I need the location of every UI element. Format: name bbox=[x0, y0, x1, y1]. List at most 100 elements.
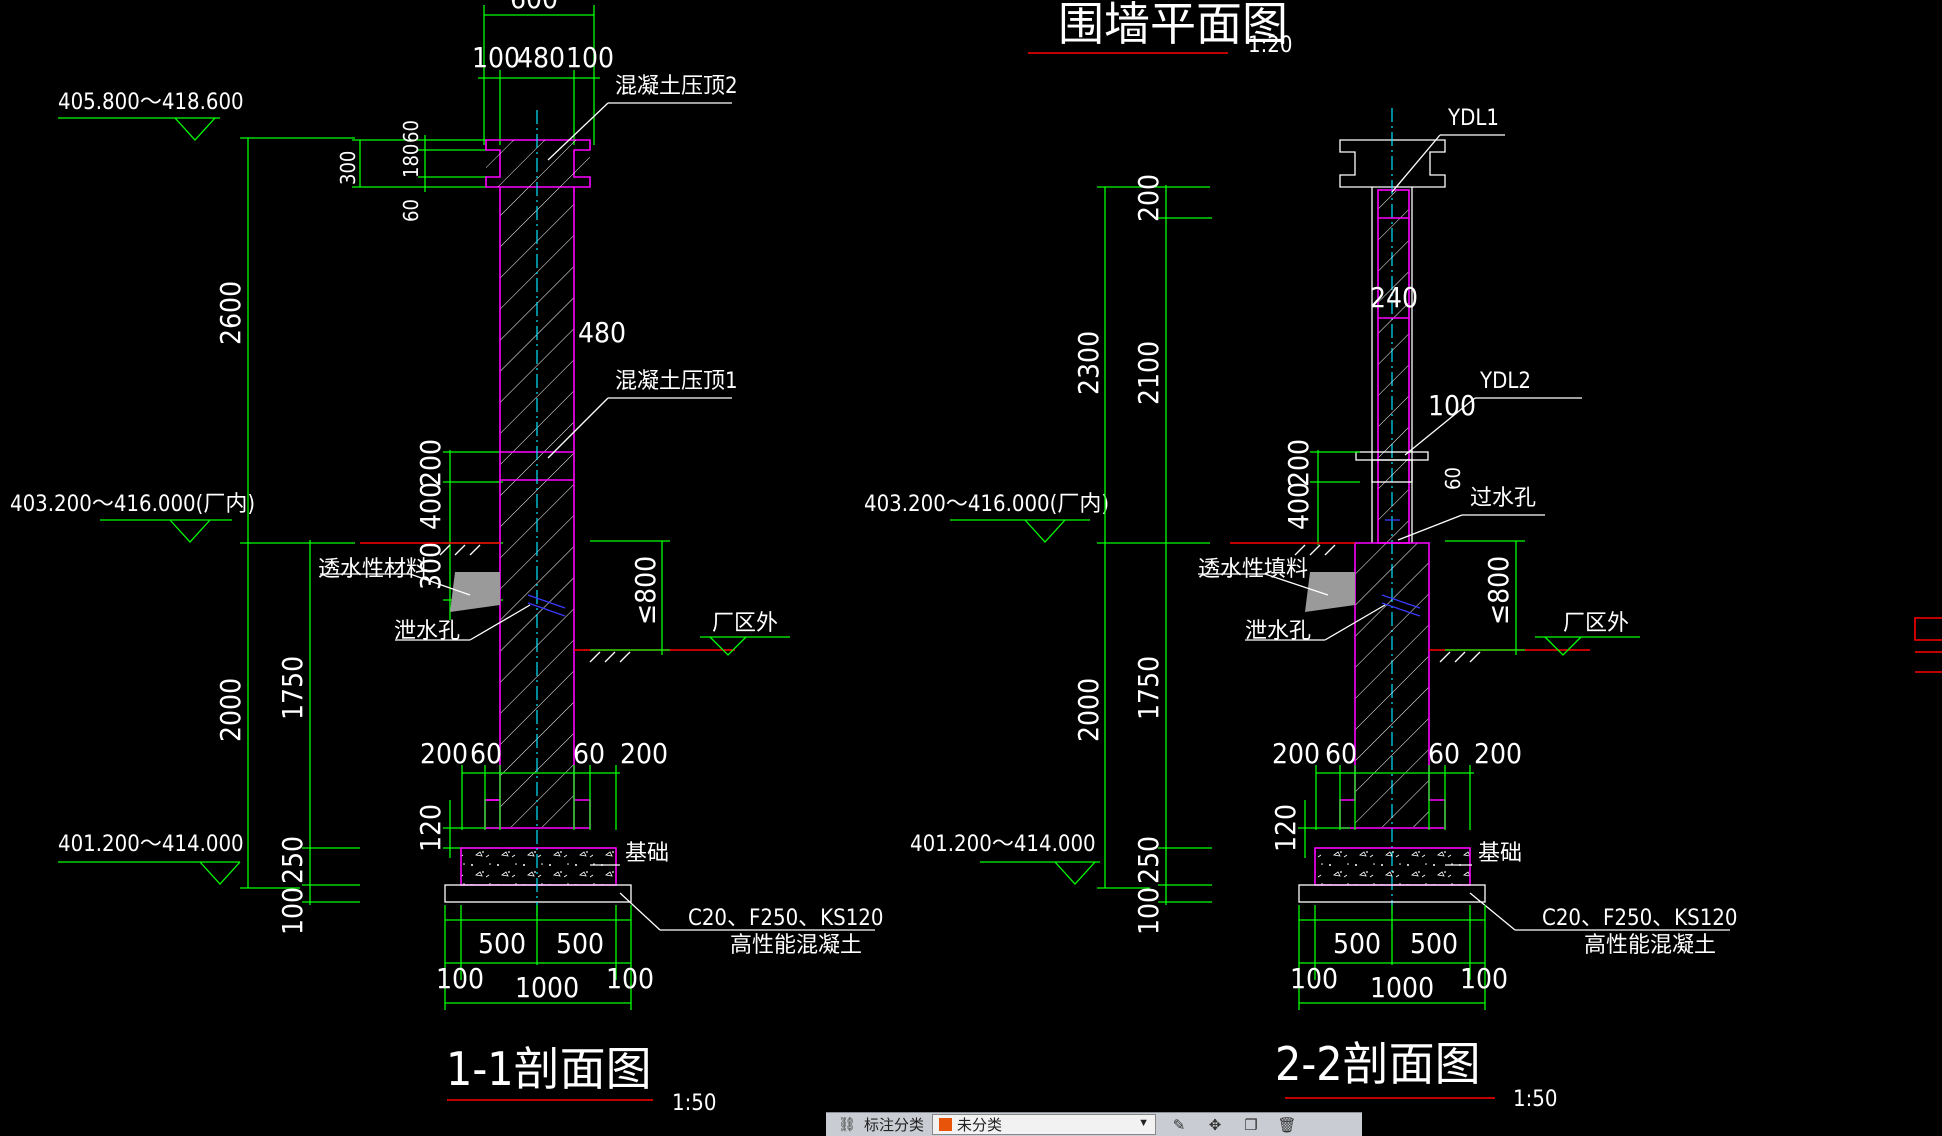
dimension-label: ≤800 bbox=[1482, 556, 1515, 625]
move-icon[interactable]: ✥ bbox=[1208, 1116, 1222, 1134]
dimension-label: 100 bbox=[1460, 962, 1508, 995]
label-cap2: 混凝土压顶2 bbox=[615, 74, 738, 99]
section2-beam bbox=[1298, 108, 1486, 930]
section1-title: 1-1剖面图 bbox=[446, 1042, 652, 1096]
dimension-label: 200 bbox=[1282, 439, 1315, 487]
elev-base: 401.200～414.000 bbox=[58, 832, 244, 857]
dimension-label: 100 bbox=[1290, 962, 1338, 995]
plan-scale: 1:20 bbox=[1248, 33, 1292, 58]
section1-left-dims: 2600 2000 1750 250 100 300 60 180 60 bbox=[214, 120, 503, 935]
dimension-label: 1750 bbox=[1132, 656, 1165, 720]
dimension-label: 240 bbox=[1370, 281, 1418, 314]
label-ydl1: YDL1 bbox=[1447, 106, 1499, 131]
dimension-label: 高性能混凝土 bbox=[1584, 933, 1716, 958]
dimension-label: 基础 bbox=[1478, 841, 1522, 866]
dimension-label: 200 bbox=[414, 439, 447, 487]
dimension-label: 200 bbox=[1474, 737, 1522, 770]
label-overflow: 过水孔 bbox=[1470, 486, 1536, 511]
copy-icon[interactable]: ❐ bbox=[1244, 1116, 1258, 1134]
dimension-label: 厂区外 bbox=[1563, 611, 1629, 636]
dimension-label: 2000 bbox=[214, 678, 247, 742]
section1-top-dims: 600 100 480 100 bbox=[472, 0, 614, 145]
section1-leaders: 混凝土压顶2 混凝土压顶1 透水性材料 泄水孔 基础 C20、F250、KS12… bbox=[318, 74, 883, 958]
label-permeable-fill: 透水性填料 bbox=[1198, 557, 1308, 582]
dimension-label: 200 bbox=[1132, 174, 1165, 222]
dimension-label: 300 bbox=[414, 542, 447, 590]
dimension-label: 480 bbox=[517, 41, 565, 74]
dimension-label: 2600 bbox=[214, 281, 247, 345]
dimension-label: 120 bbox=[414, 804, 447, 852]
dimension-label: 60 bbox=[399, 120, 423, 143]
section2-elevations: 403.200～416.000(厂内) 401.200～414.000 bbox=[864, 492, 1109, 885]
dimension-label: 120 bbox=[1269, 804, 1302, 852]
annotation-category-select[interactable]: 未分类 ▼ bbox=[932, 1114, 1157, 1135]
dimension-label: 100 bbox=[1132, 887, 1165, 935]
dimension-label: 500 bbox=[1410, 927, 1458, 960]
section2-title: 2-2剖面图 bbox=[1275, 1037, 1481, 1091]
dimension-label: 403.200～416.000(厂内) bbox=[864, 492, 1109, 517]
category-color-swatch bbox=[939, 1118, 953, 1131]
dimension-label: 100 bbox=[436, 962, 484, 995]
dimension-label: 100 bbox=[606, 962, 654, 995]
section1-footing-dims: 200 60 60 200 500 500 100 1000 100 bbox=[420, 737, 668, 1010]
dimension-label: 401.200～414.000 bbox=[910, 832, 1096, 857]
elev-mid: 403.200～416.000(厂内) bbox=[10, 492, 255, 517]
dimension-label: 250 bbox=[276, 836, 309, 884]
label-permeable: 透水性材料 bbox=[318, 557, 428, 582]
label-foundation: 基础 bbox=[625, 841, 669, 866]
dimension-label: 480 bbox=[578, 316, 626, 349]
category-selected-value: 未分类 bbox=[957, 1117, 1003, 1134]
section2-ground: ≤800 厂区外 bbox=[1230, 540, 1640, 663]
chevron-down-icon: ▼ bbox=[1138, 1117, 1150, 1129]
annotation-toolbar: ⛓ 标注分类 未分类 ▼ ✎ ✥ ❐ 🗑 bbox=[826, 1112, 1362, 1136]
dimension-label: 500 bbox=[478, 927, 526, 960]
dimension-label: 2000 bbox=[1072, 678, 1105, 742]
plan-title: 围墙平面图 bbox=[1058, 0, 1288, 51]
section2-leaders: YDL1 YDL2 过水孔 透水性填料 泄水孔 基础 C20、F250、KS12… bbox=[1198, 106, 1737, 958]
dimension-label: 2100 bbox=[1132, 341, 1165, 405]
dimension-label: 600 bbox=[510, 0, 558, 15]
label-outside: 厂区外 bbox=[712, 611, 778, 636]
dimension-label: 200 bbox=[620, 737, 668, 770]
dimension-label: 500 bbox=[1333, 927, 1381, 960]
dimension-label: ≤800 bbox=[629, 556, 662, 625]
dimension-label: 60 bbox=[1428, 737, 1460, 770]
dimension-label: 1750 bbox=[276, 656, 309, 720]
section1-scale: 1:50 bbox=[672, 1091, 716, 1116]
dimension-label: C20、F250、KS120 bbox=[1542, 906, 1737, 931]
label-drain: 泄水孔 bbox=[394, 619, 460, 644]
section1-elevations: 405.800～418.600 403.200～416.000(厂内) 401.… bbox=[10, 90, 255, 885]
dimension-label: 200 bbox=[420, 737, 468, 770]
section1-ground: ≤800 厂区外 bbox=[360, 540, 790, 663]
dimension-label: 500 bbox=[556, 927, 604, 960]
dimension-label: 100 bbox=[566, 41, 614, 74]
dimension-label: 250 bbox=[1132, 836, 1165, 884]
dimension-label: 60 bbox=[1325, 737, 1357, 770]
dimension-label: 180 bbox=[399, 144, 423, 178]
dimension-label: 60 bbox=[573, 737, 605, 770]
dimension-label: 1000 bbox=[515, 971, 579, 1004]
dimension-label: 2300 bbox=[1072, 331, 1105, 395]
dimension-label: 300 bbox=[336, 151, 360, 185]
annotation-category-label: 标注分类 bbox=[864, 1117, 925, 1134]
section2-footing-dims: 200 60 60 200 500 500 100 1000 100 bbox=[1272, 737, 1522, 1010]
label-concrete-spec: C20、F250、KS120 bbox=[688, 906, 883, 931]
section-2-2: 403.200～416.000(厂内) 401.200～414.000 2300… bbox=[864, 106, 1737, 1112]
dimension-label: 1000 bbox=[1370, 971, 1434, 1004]
label-ydl2: YDL2 bbox=[1479, 369, 1531, 394]
section-1-1: 600 100 480 100 405.800～418.600 403.200～… bbox=[10, 0, 883, 1116]
dimension-label: 400 bbox=[1282, 482, 1315, 530]
dimension-label: 200 bbox=[1272, 737, 1320, 770]
annotation-tool-icon[interactable]: ⛓ bbox=[838, 1116, 856, 1132]
dimension-label: 100 bbox=[472, 41, 520, 74]
label-cap1: 混凝土压顶1 bbox=[615, 369, 738, 394]
dimension-label: 400 bbox=[414, 482, 447, 530]
dimension-label: 100 bbox=[276, 887, 309, 935]
label-concrete-name: 高性能混凝土 bbox=[730, 933, 862, 958]
pen-icon[interactable]: ✎ bbox=[1172, 1116, 1186, 1134]
dimension-label: 60 bbox=[470, 737, 502, 770]
delete-icon[interactable]: 🗑 bbox=[1277, 1116, 1297, 1134]
edge-fragment bbox=[1914, 617, 1942, 673]
section2-left-dims: 2300 2000 200 2100 1750 250 100 200 400 … bbox=[1072, 174, 1465, 935]
